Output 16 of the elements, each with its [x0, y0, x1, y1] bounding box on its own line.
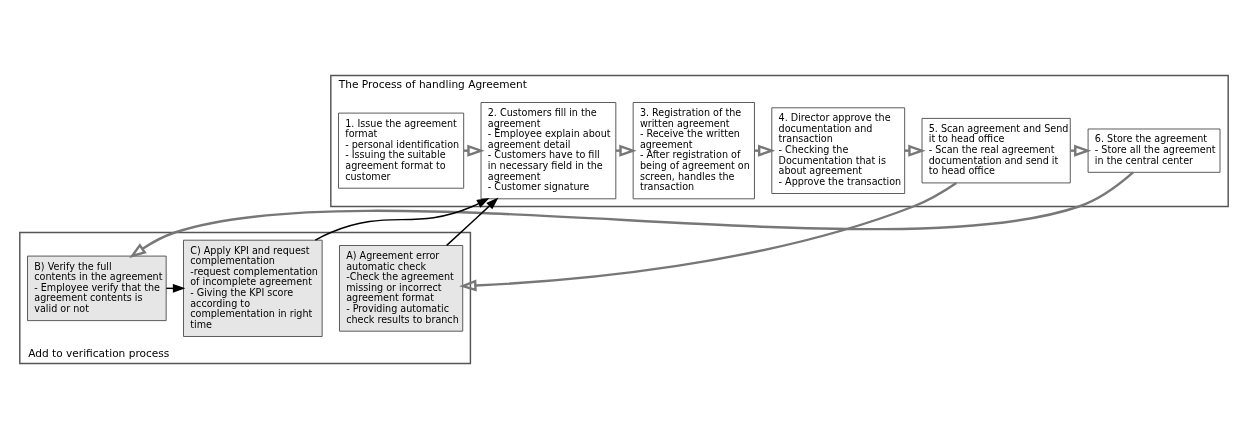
arrow	[616, 144, 637, 157]
node-box: C) Apply KPI and request complementation -request complementation of incomplete agreement - Giving the KPI score according to complementation in right time	[183, 239, 323, 337]
arrow	[1070, 144, 1092, 157]
arrow	[445, 197, 499, 246]
node-box: B) Verify the full contents in the agreement - Employee verify that the agreement contents is valid or not	[27, 255, 167, 321]
node-box: 6. Store the agreement - Store all the agreement in the central center	[1087, 128, 1221, 173]
node-box: 3. Registration of the written agreement - Receive the written agreement - After registration of being of agreement on screen, handles the transaction	[632, 101, 755, 199]
node-box: A) Agreement error automatic check -Check the agreement missing or incorrect agreement format - Providing automatic check results to branch	[339, 244, 464, 332]
node-box: 5. Scan agreement and Send it to head office - Scan the real agreement documentation and send it to head office	[921, 117, 1071, 183]
arrow	[459, 181, 958, 292]
node-box: 4. Director approve the documentation and transaction - Checking the Documentation that is about agreement - Approve the transaction	[771, 106, 906, 194]
node-box: 2. Customers fill in the agreement - Employee explain about agreement detail - Customers have to fill in necessary field in the agreement - Customer signature	[480, 101, 617, 199]
node-box: 1. Issue the agreement format - personal identification - Issuing the suitable agreement format to customer	[338, 112, 465, 189]
arrow	[314, 197, 490, 241]
arrow	[754, 144, 776, 157]
arrow	[129, 170, 1134, 258]
